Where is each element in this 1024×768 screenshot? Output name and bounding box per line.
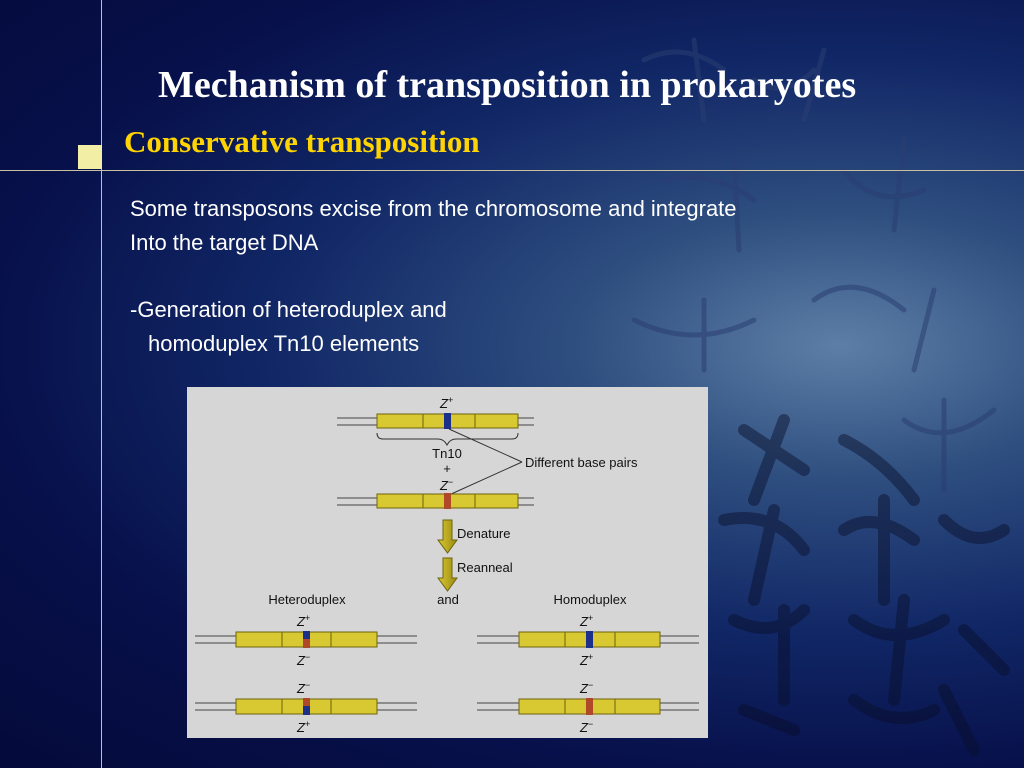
heteroduplex-element-1 [195,631,417,648]
intro-line-2: Into the target DNA [130,230,319,255]
point-line-2: homoduplex Tn10 elements [148,331,420,356]
heteroduplex-element-2 [195,698,417,715]
hom1-top-label: Z+ [579,613,593,629]
tn10-brace [376,432,519,447]
tn10-diagram-svg: Z+ Tn10 + Z− Different base pairs Denatu… [195,395,699,735]
slide-title: Mechanism of transposition in prokaryote… [158,64,857,106]
intro-line-1: Some transposons excise from the chromos… [130,196,737,221]
reanneal-arrow [437,557,458,592]
top-z-minus-label: Z− [439,477,453,493]
denature-label: Denature [457,526,510,541]
top-z-plus-label: Z+ [439,395,453,411]
pointer-line-top [448,428,523,463]
and-label: and [437,592,459,607]
slide-subtitle: Conservative transposition [124,124,480,159]
horizontal-divider [0,170,1024,171]
vertical-divider [101,0,102,768]
homoduplex-header: Homoduplex [554,592,627,607]
z-minus-marker [444,493,451,509]
het1-bottom-label: Z− [296,652,310,668]
calligraphy-background [631,37,1010,756]
het2-bottom-label: Z+ [296,719,310,735]
top-element-z-minus [337,493,534,509]
tn10-figure: Z+ Tn10 + Z− Different base pairs Denatu… [187,387,708,738]
het1-top-label: Z+ [296,613,310,629]
hom1-bottom-label: Z+ [579,652,593,668]
title-bullet-square [78,145,102,169]
hom2-top-label: Z− [579,680,593,696]
different-base-pairs-label: Different base pairs [525,455,638,470]
tn10-label: Tn10 [432,446,462,461]
homoduplex-element-1 [477,631,699,648]
hom2-bottom-label: Z− [579,719,593,735]
z-plus-marker [444,413,451,429]
point-line-1: -Generation of heteroduplex and [130,297,447,322]
het2-top-label: Z− [296,680,310,696]
denature-arrow [437,519,458,554]
heteroduplex-point: -Generation of heteroduplex and homodupl… [130,293,447,361]
intro-paragraph: Some transposons excise from the chromos… [130,192,737,260]
homoduplex-element-2 [477,698,699,715]
tn10-plus-sign: + [443,461,451,476]
reanneal-label: Reanneal [457,560,513,575]
heteroduplex-header: Heteroduplex [268,592,346,607]
pointer-line-bottom [448,461,523,496]
top-element-z-plus [337,413,534,429]
